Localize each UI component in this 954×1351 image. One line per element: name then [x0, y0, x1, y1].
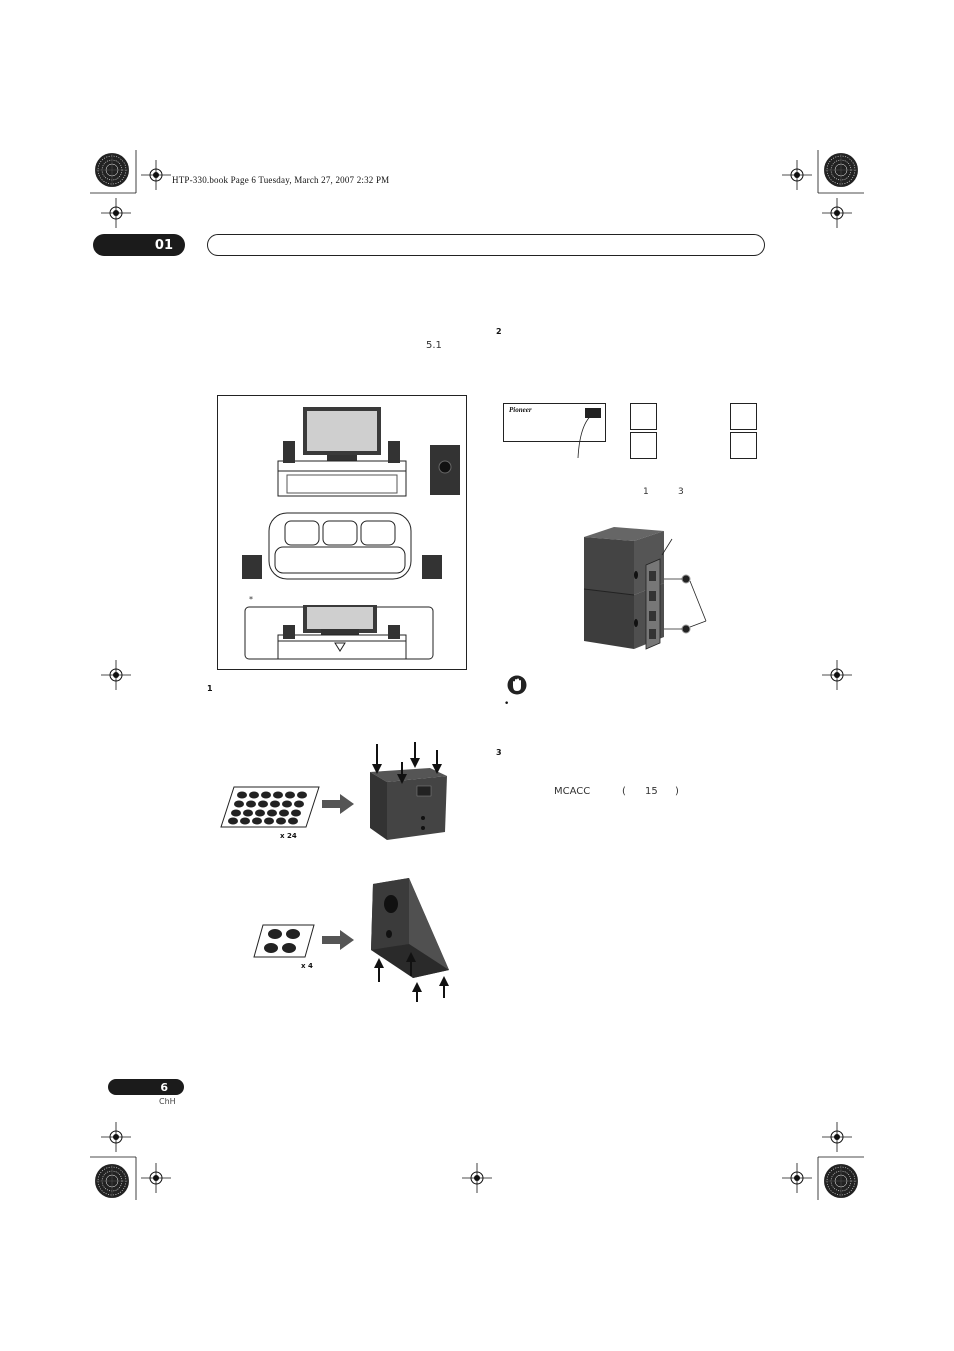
step-1-number: 1	[207, 684, 213, 693]
page-number: 6	[160, 1080, 168, 1094]
system-label: 5.1	[426, 340, 442, 351]
step-2-number: 2	[496, 327, 502, 336]
speaker-pads-sheet-large	[253, 924, 315, 958]
receiver-front-panel: Pioneer	[503, 403, 606, 442]
label-box-1	[630, 403, 657, 430]
arrow-right-icon	[322, 794, 354, 814]
caution-icon	[507, 675, 527, 695]
brand-logo: Pioneer	[509, 406, 532, 414]
inset-asterisk: *	[249, 595, 253, 604]
page-reference: 15	[645, 786, 658, 797]
label-box-2	[630, 432, 657, 459]
arrow-right-icon	[322, 930, 354, 950]
language-code: ChH	[159, 1097, 176, 1106]
small-speaker-illustration	[370, 742, 447, 840]
stacked-speakers-bracket-illustration	[583, 527, 707, 650]
label-box-3	[730, 403, 757, 430]
mcacc-label: MCACC	[554, 786, 591, 797]
chapter-number: 01	[154, 237, 173, 253]
pads-small-count: x 24	[280, 832, 297, 840]
speaker-pads-sheet-small	[220, 786, 320, 828]
ref-number-3: 3	[678, 487, 684, 497]
speaker-layout-illustration	[217, 395, 467, 670]
page-number-tab: 6	[108, 1079, 184, 1095]
display-window	[585, 408, 601, 418]
subwoofer-illustration	[371, 878, 449, 1002]
ref-number-1: 1	[643, 487, 649, 497]
paren-close: )	[675, 786, 679, 797]
pads-large-count: x 4	[301, 962, 313, 970]
label-box-4	[730, 432, 757, 459]
paren-open: (	[622, 786, 626, 797]
book-info: HTP-330.book Page 6 Tuesday, March 27, 2…	[172, 175, 390, 185]
chapter-title-bar	[207, 234, 765, 256]
caution-bullet: •	[504, 699, 510, 709]
step-3-number: 3	[496, 748, 502, 757]
chapter-tab: 01	[93, 234, 185, 256]
callout-line	[577, 411, 597, 459]
